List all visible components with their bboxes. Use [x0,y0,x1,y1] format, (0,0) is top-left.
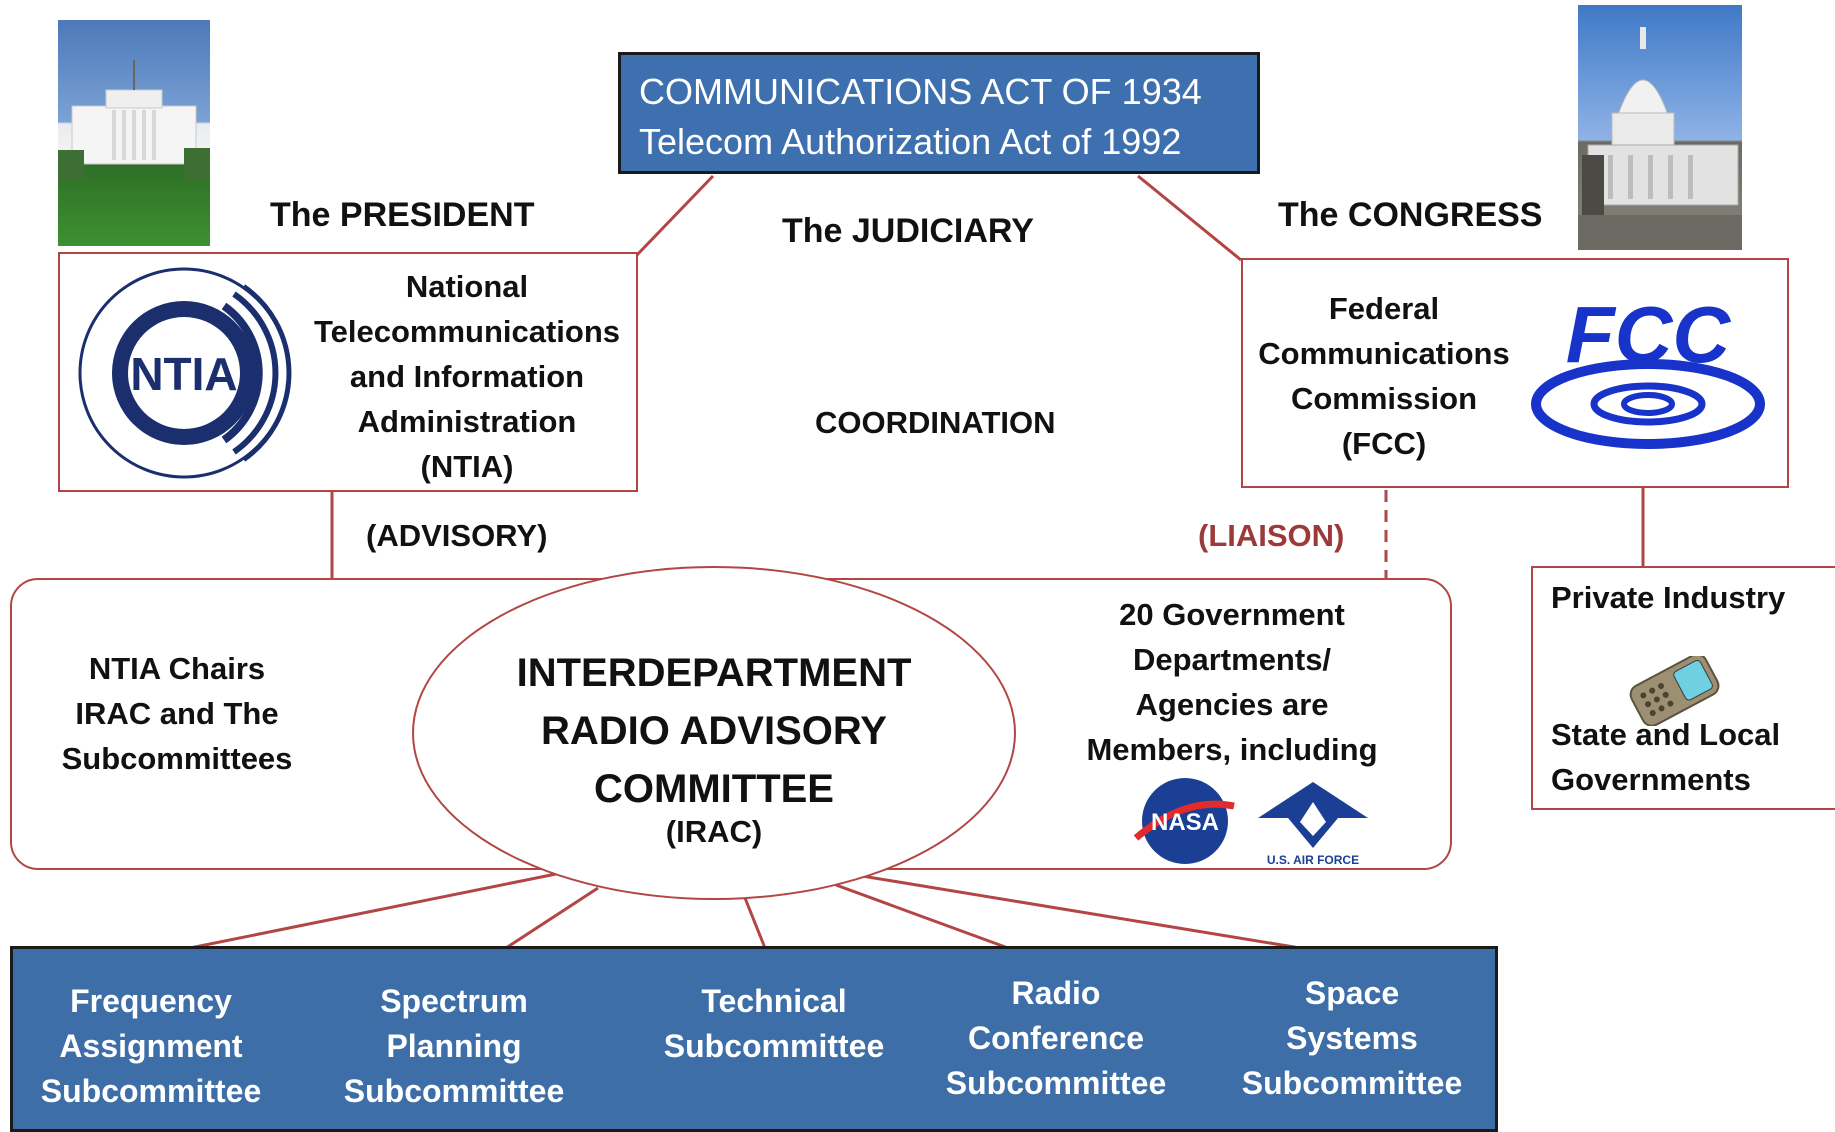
technical-subcommittee: Technical Subcommittee [663,983,885,1064]
private-industry-label: Private Industry [1551,580,1786,615]
fcc-box: Federal Communications Commission (FCC) … [1241,258,1789,488]
ntia-seal-icon: NTIA [74,266,304,480]
private-industry-box: Private Industry State and Local Governm… [1531,566,1835,810]
svg-text:U.S. AIR FORCE: U.S. AIR FORCE [1267,853,1359,867]
judiciary-label: The JUDICIARY [782,212,1034,250]
congress-label: The CONGRESS [1278,196,1543,234]
act-to-ntia-line [634,174,715,258]
liaison-label: (LIAISON) [1198,518,1345,553]
svg-text:NTIA: NTIA [130,348,237,400]
irac-to-sub3-line [743,897,767,949]
act-title-1934: COMMUNICATIONS ACT OF 1934 [639,71,1202,112]
irac-to-sub1-line [189,872,557,950]
svg-text:NASA: NASA [1151,809,1219,836]
fcc-name: Federal Communications Commission (FCC) [1258,291,1510,461]
act-title-1992: Telecom Authorization Act of 1992 [639,121,1182,162]
president-label: The PRESIDENT [270,196,535,234]
legislation-box: COMMUNICATIONS ACT OF 1934 Telecom Autho… [618,52,1260,174]
irac-members-note: 20 Government Departments/ Agencies are … [1086,597,1378,767]
irac-abbreviation: (IRAC) [665,814,763,849]
coordination-label: COORDINATION [815,405,1056,440]
air-force-logo-icon: U.S. AIR FORCE [1248,778,1378,868]
white-house-photo [58,20,210,246]
irac-title: INTERDEPARTMENT RADIO ADVISORY COMMITTEE [516,651,912,811]
state-local-governments-label: State and Local Governments [1551,717,1781,797]
capitol-photo [1578,5,1742,250]
mobile-phone-icon [1625,653,1725,727]
irac-ellipse: INTERDEPARTMENT RADIO ADVISORY COMMITTEE… [412,566,1016,900]
irac-to-sub2-line [505,886,599,950]
act-to-fcc-line [1137,174,1242,262]
ntia-name: National Telecommunications and Informat… [313,269,621,484]
irac-to-sub4-line [835,883,1009,950]
frequency-assignment-subcommittee: Frequency Assignment Subcommittee [40,983,262,1109]
ntia-box: NTIA National Telecommunications and Inf… [58,252,638,492]
ntia-chairs-note: NTIA Chairs IRAC and The Subcommittees [61,651,293,776]
fcc-logo-icon: FCC [1528,290,1768,450]
spectrum-planning-subcommittee: Spectrum Planning Subcommittee [343,983,565,1109]
nasa-logo-icon: NASA [1130,776,1240,866]
advisory-label: (ADVISORY) [366,518,548,553]
space-systems-subcommittee: Space Systems Subcommittee [1241,975,1463,1101]
subcommittee-bar: Frequency Assignment Subcommittee Spectr… [10,946,1498,1132]
radio-conference-subcommittee: Radio Conference Subcommittee [945,975,1167,1101]
irac-to-sub5-line [861,874,1301,950]
